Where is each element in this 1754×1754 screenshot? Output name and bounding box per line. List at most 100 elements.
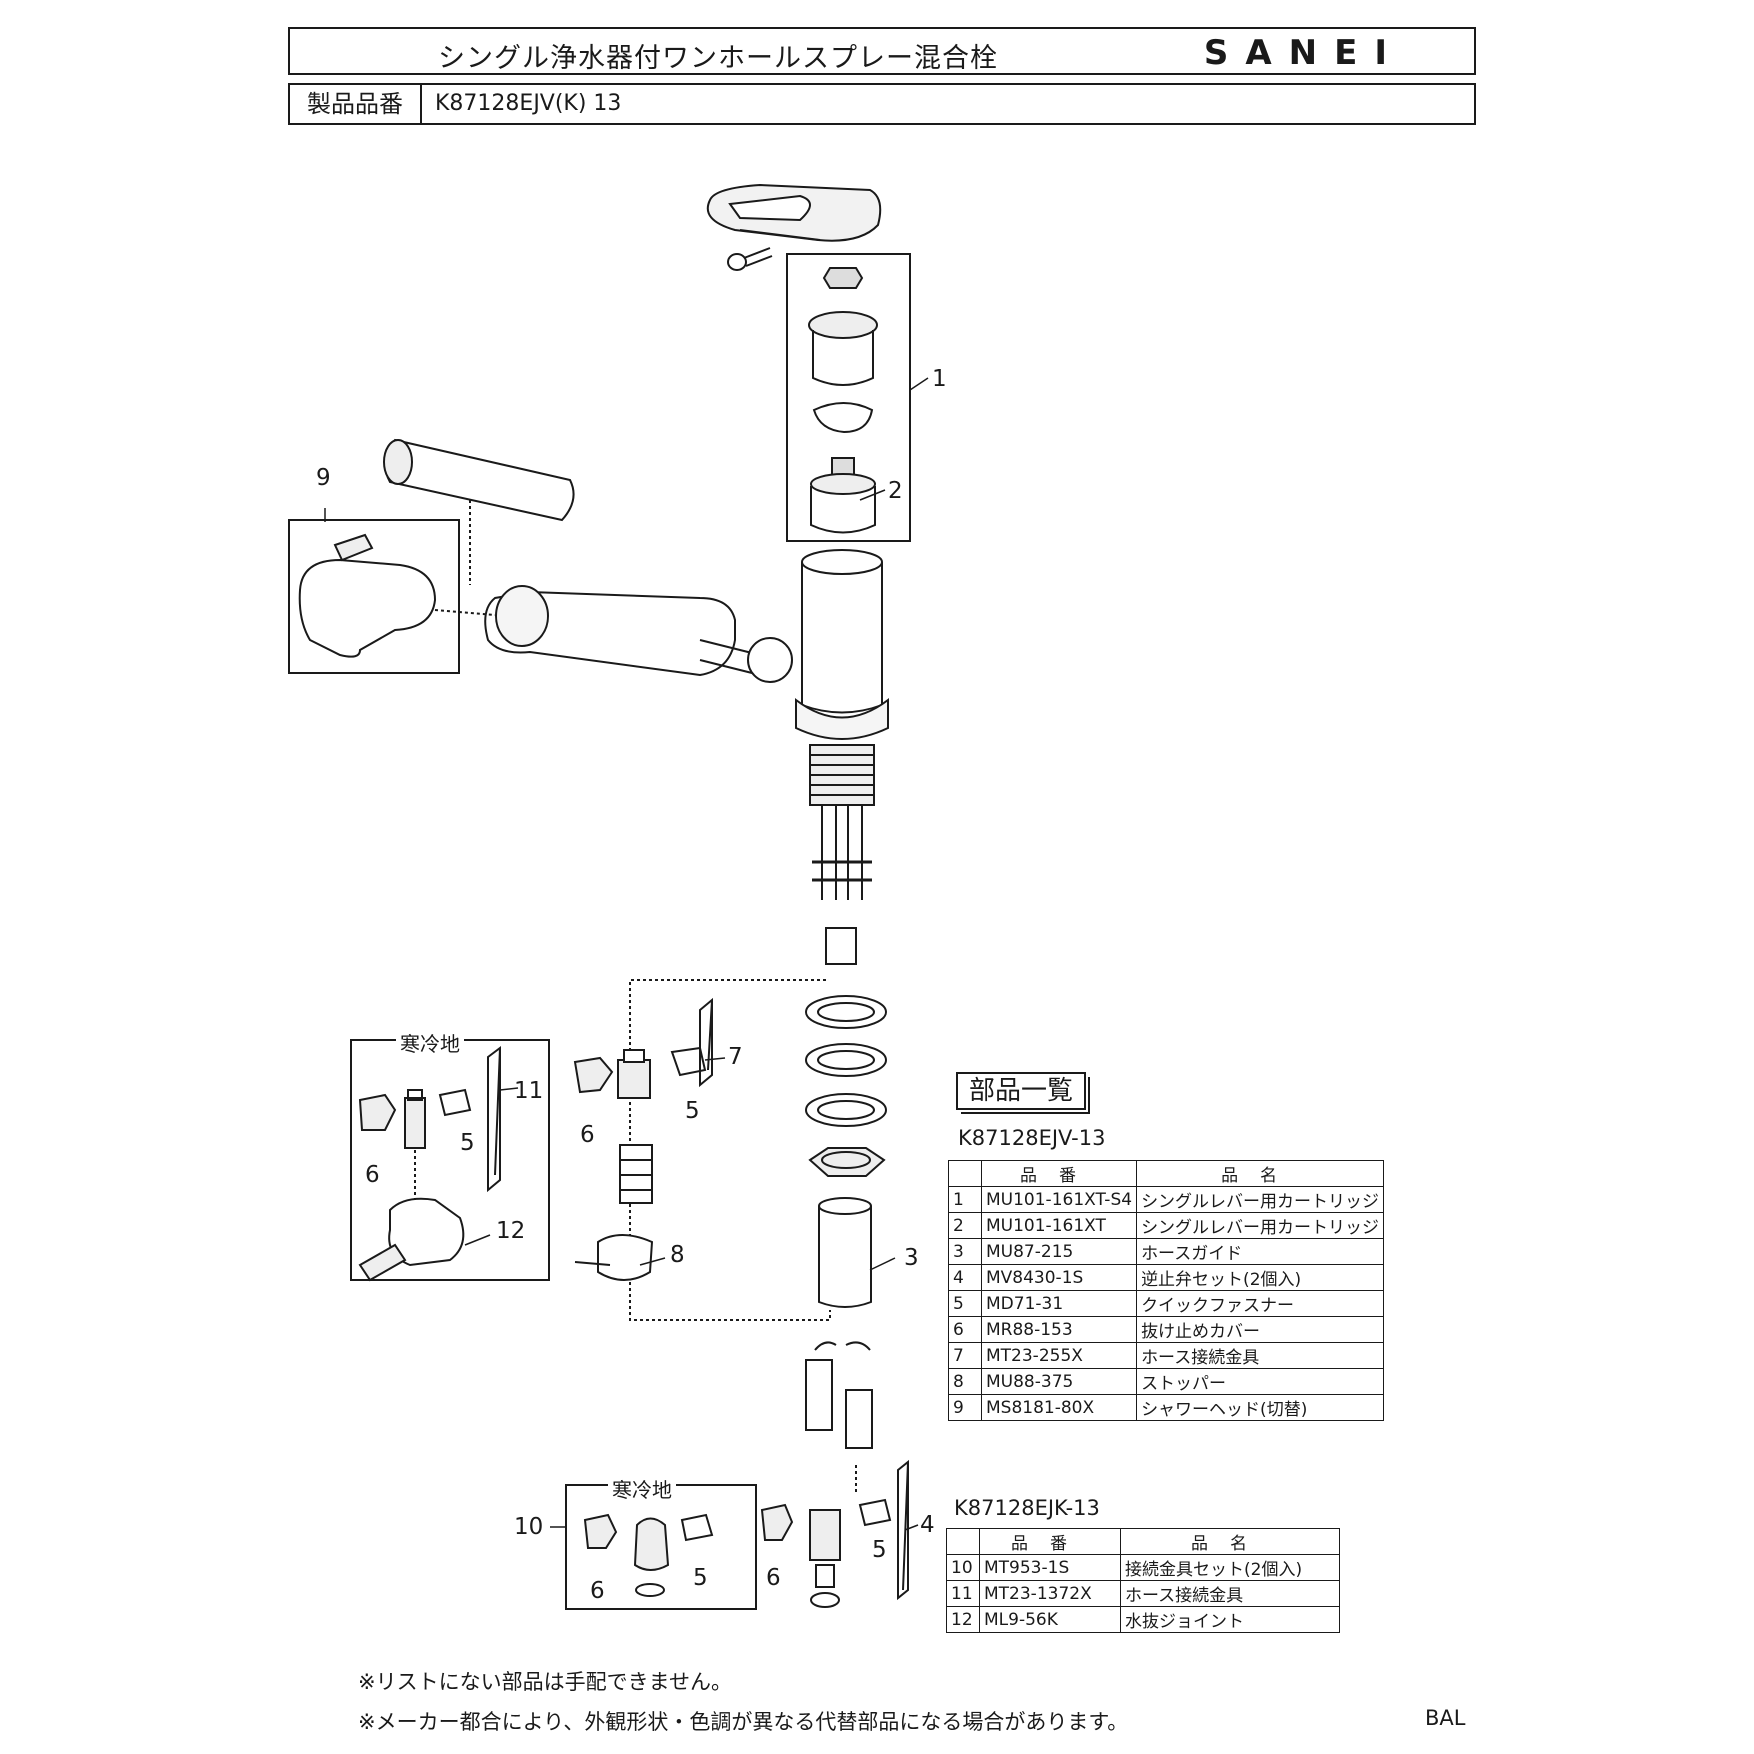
table2-model: K87128EJK-13 [954,1496,1100,1520]
callout-12: 12 [496,1218,526,1244]
part-name: ストッパー [1136,1368,1385,1395]
callout-1: 1 [932,366,947,392]
screw [727,247,773,271]
washers [805,995,887,1177]
cold-area-label-top: 寒冷地 [396,1028,464,1057]
lower-hoses [805,1341,873,1449]
cold-area-label-bottom: 寒冷地 [608,1474,676,1503]
part-code: MV8430-1S [980,1264,1138,1291]
part-code: MU88-375 [980,1368,1138,1395]
header-name: 品名 [1120,1528,1340,1555]
callout-6-group7: 6 [580,1122,595,1148]
title-bar: シングル浄水器付ワンホールスプレー混合栓 SANEI [288,27,1476,75]
part-name: シングルレバー用カートリッジ [1136,1186,1385,1213]
part-number-index: 8 [948,1368,982,1395]
shower-head-item [298,533,437,658]
model-number: K87128EJV(K) 13 [435,91,622,116]
part-name: 逆止弁セット(2個入) [1136,1264,1385,1291]
callout-10: 10 [514,1514,544,1540]
part-name: 接続金具セット(2個入) [1120,1554,1340,1581]
filter-cartridge [383,438,575,522]
callout-11: 11 [514,1078,544,1104]
callout-5-group4: 5 [872,1537,887,1563]
parts-list-title: 部品一覧 [956,1072,1090,1114]
faucet-body [795,549,889,965]
callout-5-group11: 5 [460,1130,475,1156]
callout-3: 3 [904,1245,919,1271]
part-number-index: 9 [948,1394,982,1421]
callout-5-group7: 5 [685,1098,700,1124]
part-number-index: 11 [946,1580,980,1607]
cold-area-parts-bottom [583,1513,714,1597]
header-code: 品番 [979,1528,1121,1555]
cartridge-group-box [786,253,911,542]
callout-2: 2 [888,478,903,504]
part-name: 水抜ジョイント [1120,1606,1340,1633]
callout-6-group10: 6 [590,1578,605,1604]
part-name: ホースガイド [1136,1238,1385,1265]
part-number-index: 2 [948,1212,982,1239]
part-code: MT23-255X [980,1342,1138,1369]
header-code: 品番 [980,1160,1138,1187]
part-number-index: 1 [948,1186,982,1213]
callout-6-group11: 6 [365,1162,380,1188]
callout-4: 4 [920,1512,935,1538]
callout-9: 9 [316,465,331,491]
header-no [946,1528,980,1555]
header-name: 品名 [1136,1160,1385,1187]
part-number-index: 12 [946,1606,980,1633]
callout-6-group4: 6 [766,1565,781,1591]
callout-5-group10: 5 [693,1565,708,1591]
leader-lines [324,377,929,1531]
note-2: ※メーカー都合により、外観形状・色調が異なる代替部品になる場合があります。 [358,1710,1129,1734]
part-code: MT23-1372X [979,1580,1121,1607]
header-no [948,1160,982,1187]
part-name: クイックファスナー [1136,1290,1385,1317]
part-number-index: 5 [948,1290,982,1317]
part-name: シャワーヘッド(切替) [1136,1394,1385,1421]
table1-model: K87128EJV-13 [958,1126,1106,1150]
footer-code: BAL [1425,1706,1466,1730]
stopper-8 [574,1234,654,1281]
callout-7: 7 [728,1044,743,1070]
part-code: MU87-215 [980,1238,1138,1265]
part-name: 抜け止めカバー [1136,1316,1385,1343]
table-header: 品番 品名 [946,1528,1340,1555]
brand-logo: SANEI [1203,33,1404,73]
part-name: ホース接続金具 [1136,1342,1385,1369]
spray-head [484,585,793,683]
model-bar: 製品品番 K87128EJV(K) 13 [288,83,1476,125]
part-number-index: 7 [948,1342,982,1369]
part-code: MU101-161XT [980,1212,1138,1239]
cartridge-parts [808,267,878,534]
part-number-index: 3 [948,1238,982,1265]
part-code: MS8181-80X [980,1394,1138,1421]
part-code: MD71-31 [980,1290,1138,1317]
hose-guide [818,1197,872,1308]
part-name: ホース接続金具 [1120,1580,1340,1607]
part-number-index: 6 [948,1316,982,1343]
note-1: ※リストにない部品は手配できません。 [358,1670,732,1694]
model-label: 製品品番 [290,85,422,123]
dotted-connector [629,979,831,1321]
callout-8: 8 [670,1242,685,1268]
part-code: MT953-1S [979,1554,1121,1581]
table-header: 品番 品名 [948,1160,1385,1187]
hose-connector-group-7 [573,997,713,1204]
